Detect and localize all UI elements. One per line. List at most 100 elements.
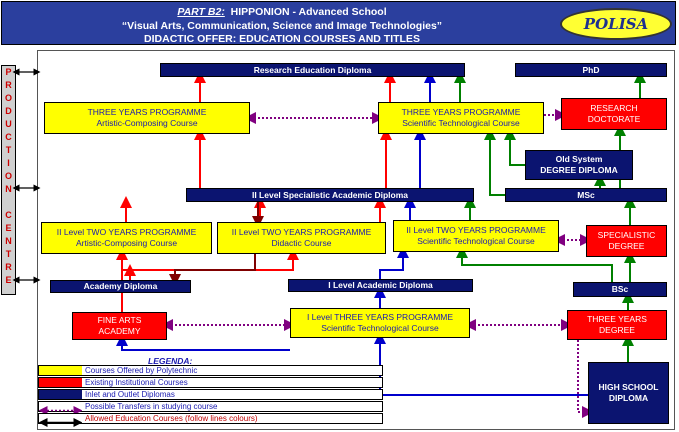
node-text-line: THREE YEARS PROGRAMME bbox=[401, 107, 521, 117]
legend-label: Courses Offered by Polytechnic bbox=[85, 366, 198, 375]
connector-green bbox=[504, 128, 525, 166]
node-text-line: Scientific Technological Course bbox=[402, 118, 520, 128]
node-text-line: Research Education Diploma bbox=[253, 64, 372, 75]
connector-green bbox=[456, 246, 613, 282]
node-text-line: I Level THREE YEARS PROGRAMME bbox=[306, 312, 454, 322]
node-text-line: THREE YEARS PROGRAMME bbox=[87, 107, 207, 117]
connector-darkred bbox=[169, 254, 256, 286]
node-msc: MSc bbox=[505, 188, 667, 202]
header-title: PART B2: HIPPONION - Advanced School bbox=[2, 6, 562, 18]
production-centre-letter: O bbox=[4, 93, 12, 103]
node-text-line: II Level TWO YEARS PROGRAMME bbox=[231, 227, 372, 237]
connector-red bbox=[122, 248, 299, 271]
connector-green bbox=[484, 128, 505, 196]
node-text-line: DIPLOMA bbox=[608, 393, 649, 403]
node-text-line: I Level Academic Diploma bbox=[328, 280, 433, 290]
node-text-line: RESEARCH bbox=[590, 103, 638, 113]
header-banner: PART B2: HIPPONION - Advanced School “Vi… bbox=[1, 1, 676, 45]
node-text-line: Scientific Technological Course bbox=[321, 323, 439, 333]
node-bsc: BSc bbox=[573, 282, 667, 297]
node-text-line: HIGH SCHOOL bbox=[598, 382, 659, 392]
legend-swatch bbox=[39, 378, 82, 387]
node-text-line: DEGREE bbox=[608, 241, 645, 251]
connector-purple bbox=[577, 340, 594, 418]
production-centre-letter: U bbox=[5, 119, 12, 129]
node-phd: PhD bbox=[515, 63, 667, 77]
production-centre-letter: C bbox=[5, 132, 12, 142]
production-centre-letter: C bbox=[5, 210, 12, 220]
legend-row: Courses Offered by Polytechnic bbox=[38, 365, 383, 376]
polisa-logo: POLISA bbox=[560, 8, 672, 40]
node-text-line: Didactic Course bbox=[271, 238, 332, 248]
node-first-level-academic-diploma: I Level Academic Diploma bbox=[288, 279, 473, 292]
legend-row: Allowed Education Courses (follow lines … bbox=[38, 413, 383, 427]
node-text-line: Artistic-Composing Course bbox=[75, 238, 178, 248]
node-text-line: DOCTORATE bbox=[587, 114, 641, 124]
node-text-line: ACADEMY bbox=[98, 326, 141, 336]
school-name: HIPPONION - Advanced School bbox=[230, 6, 387, 18]
production-centre-letter: T bbox=[5, 145, 12, 155]
node-text-line: II Level TWO YEARS PROGRAMME bbox=[406, 225, 546, 235]
legend-label: Inlet and Outlet Diplomas bbox=[85, 390, 175, 399]
legend-swatch bbox=[38, 414, 83, 427]
node-text-line: Artistic-Composing Course bbox=[96, 118, 198, 128]
legend-label: Existing Institutional Courses bbox=[85, 378, 188, 387]
node-text-line: BSc bbox=[611, 284, 629, 294]
node-text-line: II Level TWO YEARS PROGRAMME bbox=[56, 227, 197, 237]
production-centre-letter: N bbox=[5, 236, 12, 246]
header-offer: DIDACTIC OFFER: EDUCATION COURSES AND TI… bbox=[144, 33, 420, 45]
production-centre-letter: I bbox=[7, 158, 10, 168]
legend-row: Existing Institutional Courses bbox=[38, 377, 383, 388]
production-centre-letter: P bbox=[5, 67, 12, 77]
production-centre-letter: D bbox=[5, 106, 12, 116]
production-centre-letter: R bbox=[5, 80, 12, 90]
connector-blue bbox=[379, 246, 409, 279]
production-centre-letter: E bbox=[5, 275, 12, 285]
node-text-line: SPECIALISTIC bbox=[597, 230, 656, 240]
legend-swatch bbox=[38, 402, 83, 415]
node-specialistic-academic-diploma: II Level Specialistic Academic Diploma bbox=[186, 188, 474, 202]
production-centre-letter: O bbox=[4, 171, 12, 181]
legend-row: Inlet and Outlet Diplomas bbox=[38, 389, 383, 400]
production-centre-letter: N bbox=[5, 184, 12, 194]
legend-swatch bbox=[39, 366, 82, 375]
node-text-line: MSc bbox=[577, 189, 595, 200]
legend-label: Allowed Education Courses (follow lines … bbox=[85, 414, 258, 423]
legend-title: LEGENDA: bbox=[148, 356, 193, 366]
node-text-line: PhD bbox=[582, 64, 600, 75]
node-text-line: Academy Diploma bbox=[83, 281, 158, 291]
legend-swatch bbox=[39, 390, 82, 399]
node-text-line: Old System bbox=[555, 154, 603, 164]
node-academy-diploma: Academy Diploma bbox=[50, 280, 191, 293]
production-centre-letter: E bbox=[5, 223, 12, 233]
legend-row: Possible Transfers in studying course bbox=[38, 401, 383, 415]
header-subtitle: “Visual Arts, Communication, Science and… bbox=[121, 20, 443, 32]
node-text-line: THREE YEARS bbox=[587, 314, 647, 324]
node-text-line: DEGREE bbox=[599, 325, 635, 335]
connector-blue bbox=[374, 332, 588, 396]
production-centre-letter: R bbox=[5, 262, 12, 272]
part-label: PART B2: bbox=[177, 6, 225, 18]
connector-blue bbox=[116, 334, 290, 351]
node-text-line: DEGREE DIPLOMA bbox=[540, 165, 618, 175]
production-centre-letter: T bbox=[5, 249, 12, 259]
node-text-line: FINE ARTS bbox=[97, 315, 142, 325]
legend-label: Possible Transfers in studying course bbox=[85, 402, 218, 411]
node-text-line: Scientific Technological Course bbox=[417, 236, 535, 246]
diagram-frame bbox=[37, 50, 675, 430]
